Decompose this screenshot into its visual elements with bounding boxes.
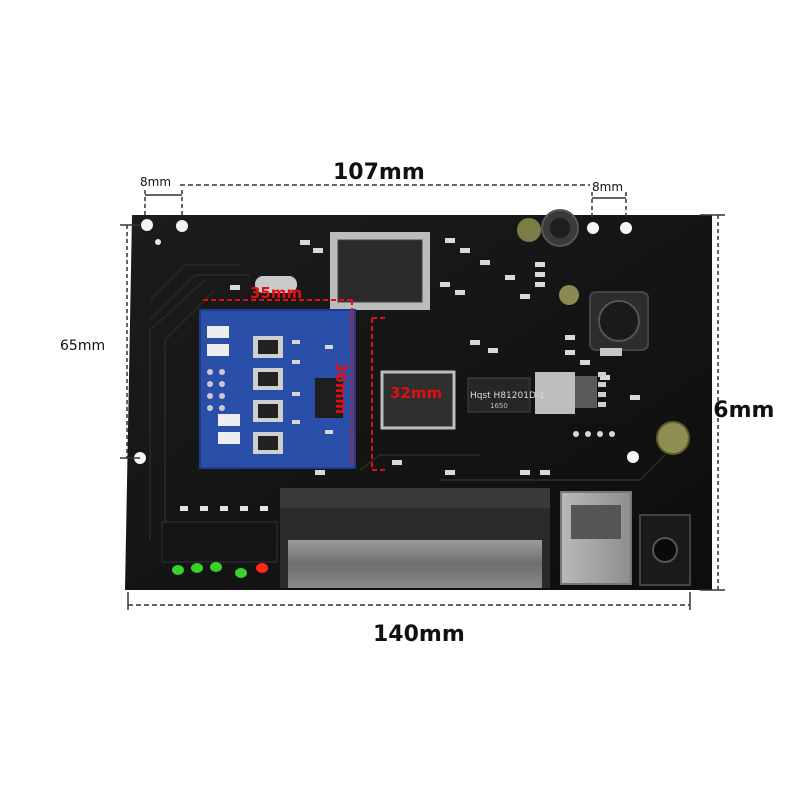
module-width-label: 35mm (250, 284, 303, 302)
led-green-2 (191, 563, 203, 573)
module-pins (207, 369, 225, 411)
dimension-label-top-left-hole: 8mm (140, 175, 172, 189)
transformer-sub-label: 1650 (490, 402, 508, 410)
status-leds (172, 562, 268, 578)
module-mosfet-bodies (258, 340, 278, 450)
phy-chip (380, 370, 456, 430)
dimension-label-top-right-hole: 8mm (592, 180, 624, 194)
transformer-label: Hqst H81201D-1 (470, 391, 545, 401)
dc-jack (639, 514, 691, 586)
led-green-3 (210, 562, 222, 572)
mounting-holes (134, 219, 639, 464)
transformer: Hqst H81201D-1 1650 (467, 377, 545, 413)
capacitors (517, 209, 690, 455)
smd-components (230, 238, 640, 475)
pin-header (573, 431, 615, 437)
module-smd (292, 340, 333, 434)
poe-module (199, 309, 356, 469)
led-green-1 (172, 565, 184, 575)
pcb-traces (149, 264, 666, 545)
dimension-label-top-span: 107mm (333, 160, 425, 185)
led-green-4 (235, 568, 247, 578)
module-height-label: 36mm (332, 362, 350, 415)
rj45-port (560, 491, 632, 585)
module-overlap-label: 32mm (390, 384, 443, 402)
dimension-label-bottom-width: 140mm (373, 622, 465, 647)
dimension-lines (120, 184, 725, 610)
module-chip (315, 378, 343, 418)
module-measure-lines (203, 299, 385, 471)
dimension-label-right-height: 96mm (698, 398, 775, 423)
inductor (589, 291, 649, 356)
voltage-regulator (535, 372, 606, 414)
ethernet-port-block (280, 488, 550, 588)
module-diodes (207, 326, 240, 444)
main-chip (330, 232, 430, 310)
led-red (256, 563, 268, 573)
dimension-label-left-height: 65mm (60, 338, 106, 354)
led-headers (161, 506, 278, 563)
crystal (255, 276, 297, 293)
